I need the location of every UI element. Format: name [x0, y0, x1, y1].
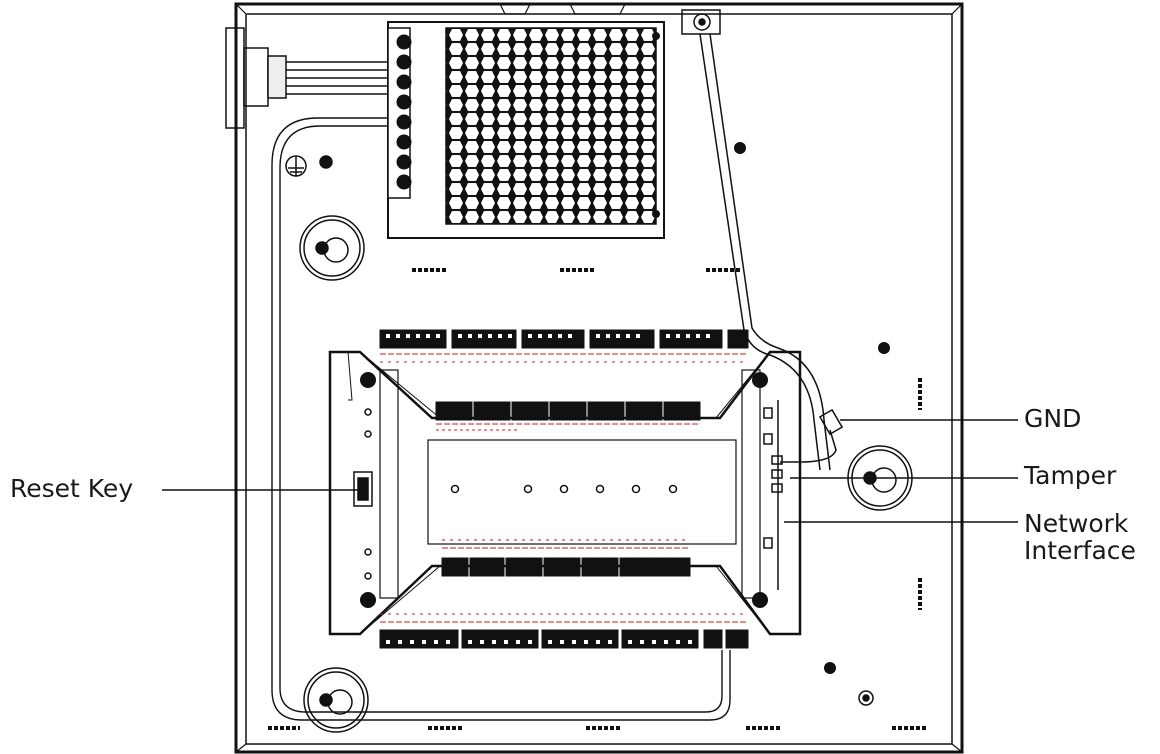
- tamper-bracket-top: [681, 9, 831, 471]
- gnd-connector: [771, 408, 844, 493]
- mounting-hole-lower-left: [303, 667, 369, 733]
- ground-terminal-icon: [285, 155, 333, 177]
- terminal-block-bottom-row: [379, 629, 749, 649]
- callout-network-interface: Network Interface: [1024, 510, 1136, 564]
- controller-board: [328, 350, 802, 636]
- cable-entry-bracket: [225, 27, 392, 129]
- internal-cable-loop: [271, 117, 731, 721]
- board-corner-screws: [360, 372, 768, 608]
- terminal-block-lower-inner: [441, 557, 691, 577]
- callout-network-line1: Network: [1024, 509, 1129, 538]
- mounting-hole-upper-left: [299, 215, 365, 281]
- callout-tamper: Tamper: [1024, 461, 1117, 490]
- enclosure-screw-ring: [858, 690, 874, 706]
- callout-gnd: GND: [1024, 404, 1082, 433]
- callout-reset-key: Reset Key: [10, 474, 134, 503]
- board-side-connectors: [763, 400, 779, 590]
- terminal-red-labels: [380, 353, 748, 623]
- power-supply-unit: [387, 21, 665, 239]
- enclosure: [234, 2, 964, 754]
- terminal-block-top-row: [379, 329, 749, 349]
- rail-markings: [268, 268, 926, 730]
- callout-network-line2: Interface: [1024, 536, 1136, 565]
- reset-key-icon: [353, 471, 373, 507]
- terminal-block-upper-inner: [435, 401, 701, 421]
- terminal-slot-details: [386, 334, 710, 644]
- psu-terminal-screws: [396, 34, 412, 190]
- callout-leader-lines: [162, 419, 1018, 523]
- board-led-holes: [364, 408, 678, 580]
